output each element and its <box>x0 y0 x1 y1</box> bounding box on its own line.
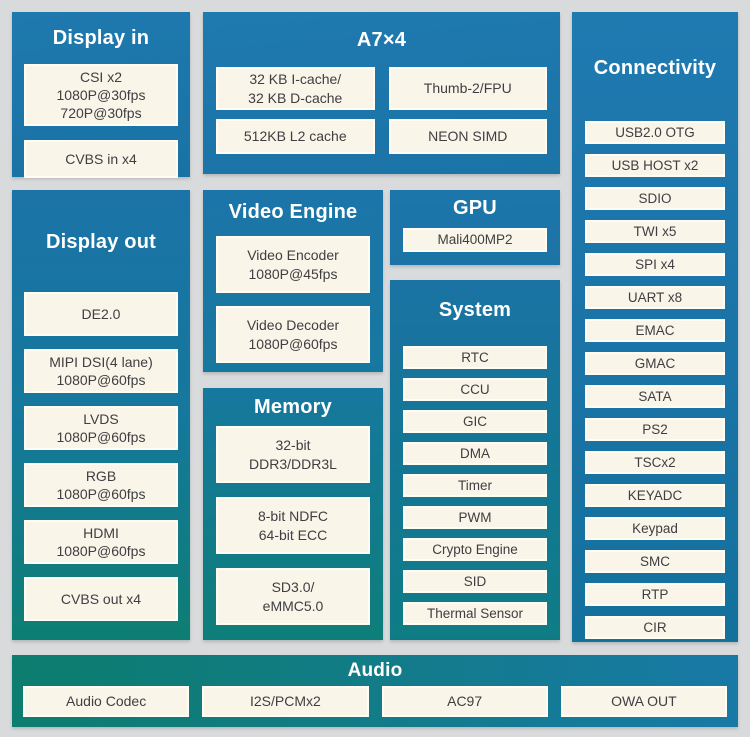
item-twi: TWI x5 <box>585 220 725 243</box>
item-cir: CIR <box>585 616 725 639</box>
display-out-title: Display out <box>46 231 156 253</box>
item-dma: DMA <box>403 442 547 465</box>
item-smc: SMC <box>585 550 725 573</box>
item-lvds: LVDS 1080P@60fps <box>24 406 178 450</box>
item-gic: GIC <box>403 410 547 433</box>
item-tsc: TSCx2 <box>585 451 725 474</box>
display-in-items: CSI x2 1080P@30fps 720P@30fps CVBS in x4 <box>24 64 178 178</box>
item-ac97: AC97 <box>381 686 548 717</box>
connectivity-items: USB2.0 OTG USB HOST x2 SDIO TWI x5 SPI x… <box>585 121 725 639</box>
item-emac: EMAC <box>585 319 725 342</box>
item-sid: SID <box>403 570 547 593</box>
item-csi: CSI x2 1080P@30fps 720P@30fps <box>24 64 178 126</box>
display-in-title: Display in <box>52 27 150 49</box>
item-de20: DE2.0 <box>24 292 178 336</box>
item-thermal-sensor: Thermal Sensor <box>403 602 547 625</box>
video-engine-block: Video Engine Video Encoder 1080P@45fps V… <box>203 190 383 372</box>
memory-block: Memory 32-bit DDR3/DDR3L 8-bit NDFC 64-b… <box>203 388 383 640</box>
display-in-block: Display in CSI x2 1080P@30fps 720P@30fps… <box>12 12 190 178</box>
item-pwm: PWM <box>403 506 547 529</box>
system-items: RTC CCU GIC DMA Timer PWM Crypto Engine … <box>403 346 547 625</box>
audio-items: Audio Codec I2S/PCMx2 AC97 OWA OUT <box>23 686 727 717</box>
item-owa-out: OWA OUT <box>560 686 727 717</box>
memory-title: Memory <box>254 396 332 418</box>
display-out-items: DE2.0 MIPI DSI(4 lane) 1080P@60fps LVDS … <box>24 292 178 621</box>
item-thumb2-fpu: Thumb-2/FPU <box>388 67 547 110</box>
item-usb2-otg: USB2.0 OTG <box>585 121 725 144</box>
item-ndfc-ecc: 8-bit NDFC 64-bit ECC <box>216 497 370 554</box>
item-ccu: CCU <box>403 378 547 401</box>
item-ps2: PS2 <box>585 418 725 441</box>
item-mali400mp2: Mali400MP2 <box>403 228 547 252</box>
memory-items: 32-bit DDR3/DDR3L 8-bit NDFC 64-bit ECC … <box>216 426 370 625</box>
item-video-decoder: Video Decoder 1080P@60fps <box>216 306 370 363</box>
item-neon-simd: NEON SIMD <box>388 119 547 154</box>
item-cvbs-in: CVBS in x4 <box>24 140 178 178</box>
item-keyadc: KEYADC <box>585 484 725 507</box>
video-engine-items: Video Encoder 1080P@45fps Video Decoder … <box>216 236 370 363</box>
item-rgb: RGB 1080P@60fps <box>24 463 178 507</box>
cpu-a7-block: A7×4 32 KB I-cache/ 32 KB D-cache Thumb-… <box>203 12 560 174</box>
item-i2s-pcm: I2S/PCMx2 <box>202 686 369 717</box>
item-spi: SPI x4 <box>585 253 725 276</box>
item-gmac: GMAC <box>585 352 725 375</box>
item-timer: Timer <box>403 474 547 497</box>
system-title: System <box>438 299 512 321</box>
item-cvbs-out: CVBS out x4 <box>24 577 178 621</box>
cpu-a7-items: 32 KB I-cache/ 32 KB D-cache Thumb-2/FPU… <box>216 67 547 154</box>
audio-title: Audio <box>347 660 403 681</box>
gpu-title: GPU <box>453 197 497 219</box>
display-out-block: Display out DE2.0 MIPI DSI(4 lane) 1080P… <box>12 190 190 640</box>
item-ddr3: 32-bit DDR3/DDR3L <box>216 426 370 483</box>
system-block: System RTC CCU GIC DMA Timer PWM Crypto … <box>390 280 560 640</box>
item-video-encoder: Video Encoder 1080P@45fps <box>216 236 370 293</box>
item-rtc: RTC <box>403 346 547 369</box>
video-engine-title: Video Engine <box>228 201 358 223</box>
connectivity-title: Connectivity <box>593 57 717 79</box>
gpu-block: GPU Mali400MP2 <box>390 190 560 265</box>
item-sdio: SDIO <box>585 187 725 210</box>
item-usb-host: USB HOST x2 <box>585 154 725 177</box>
item-uart: UART x8 <box>585 286 725 309</box>
item-hdmi: HDMI 1080P@60fps <box>24 520 178 564</box>
item-audio-codec: Audio Codec <box>23 686 190 717</box>
connectivity-block: Connectivity USB2.0 OTG USB HOST x2 SDIO… <box>572 12 738 642</box>
item-icache-dcache: 32 KB I-cache/ 32 KB D-cache <box>216 67 375 110</box>
item-keypad: Keypad <box>585 517 725 540</box>
cpu-a7-title: A7×4 <box>356 29 407 51</box>
item-crypto-engine: Crypto Engine <box>403 538 547 561</box>
item-l2-cache: 512KB L2 cache <box>216 119 375 154</box>
item-sata: SATA <box>585 385 725 408</box>
audio-block: Audio Audio Codec I2S/PCMx2 AC97 OWA OUT <box>12 655 738 727</box>
item-mipi-dsi: MIPI DSI(4 lane) 1080P@60fps <box>24 349 178 393</box>
item-rtp: RTP <box>585 583 725 606</box>
item-sd-emmc: SD3.0/ eMMC5.0 <box>216 568 370 625</box>
